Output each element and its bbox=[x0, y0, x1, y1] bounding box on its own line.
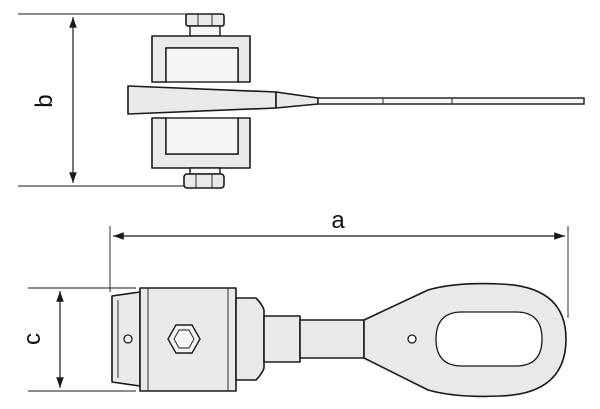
dim-a-label: a bbox=[331, 207, 345, 234]
top-nut bbox=[185, 13, 225, 27]
lower-clamp-insert bbox=[165, 117, 239, 155]
tail-hole bbox=[123, 334, 133, 344]
rod bbox=[299, 319, 365, 359]
upper-clamp-insert bbox=[165, 47, 239, 83]
cable-taper bbox=[275, 91, 319, 109]
neck bbox=[263, 315, 301, 363]
dim-c-label: c bbox=[19, 333, 46, 345]
cable bbox=[317, 97, 585, 105]
dim-b-label: b bbox=[31, 94, 58, 107]
bottom-view: a c bbox=[19, 207, 569, 398]
eye-plate-hole bbox=[407, 334, 417, 344]
top-washer bbox=[189, 25, 221, 37]
oval-slot bbox=[435, 311, 543, 367]
bottom-washer bbox=[189, 167, 221, 175]
top-view: b bbox=[18, 13, 585, 189]
clamp-flange bbox=[235, 297, 265, 381]
wedge bbox=[127, 85, 277, 115]
hex-socket bbox=[167, 324, 201, 354]
bottom-nut bbox=[183, 173, 225, 189]
